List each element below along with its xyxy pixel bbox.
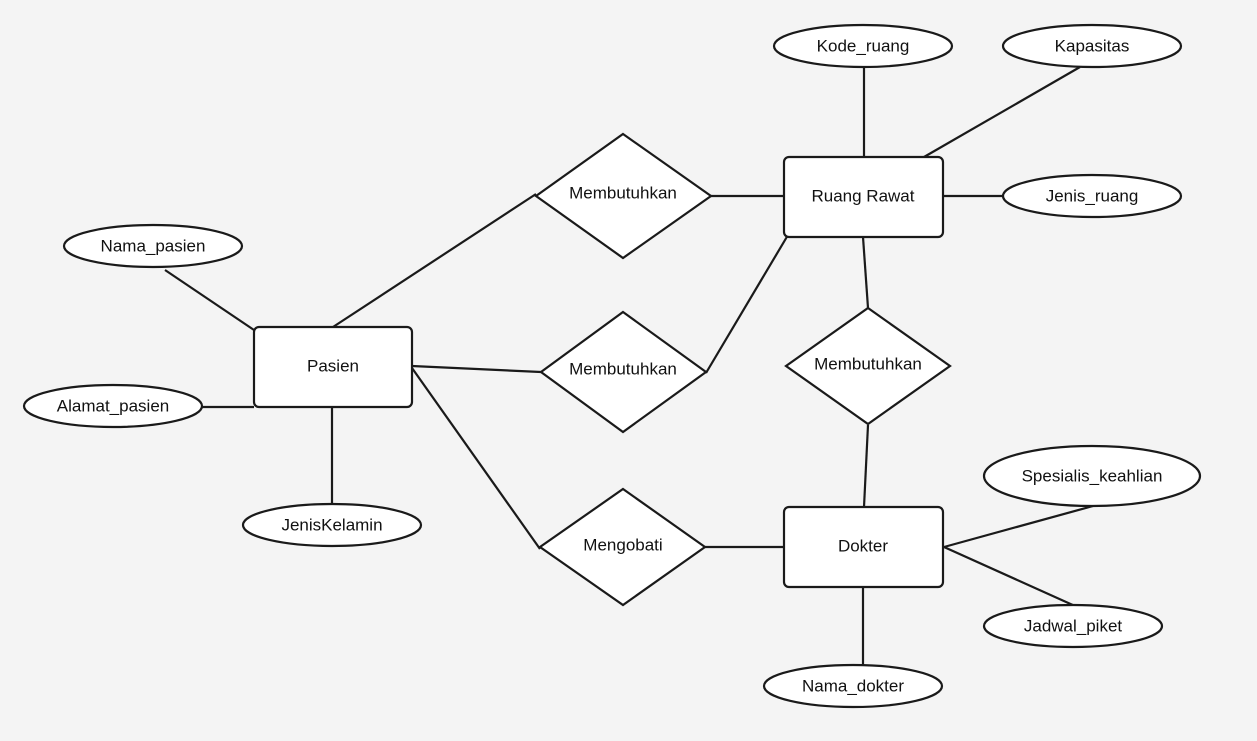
attribute-spesialis-keahlian: Spesialis_keahlian (982, 444, 1202, 508)
entity-ruang-rawat: Ruang Rawat (782, 155, 945, 239)
attribute-label: Nama_pasien (101, 237, 206, 256)
entity-label: Ruang Rawat (811, 187, 914, 206)
line-rel2-to-ruang-rawat (705, 234, 789, 374)
attribute-label: Kode_ruang (817, 37, 910, 56)
line-pasien-to-rel2 (411, 364, 542, 374)
attribute-kapasitas: Kapasitas (1001, 23, 1183, 69)
attribute-jenis-ruang: Jenis_ruang (1001, 173, 1183, 219)
line-rel3-to-dokter (862, 424, 870, 508)
attribute-nama-dokter: Nama_dokter (762, 663, 944, 709)
relationship-pasien-ruang-rawat-2: Membutuhkan (539, 310, 708, 434)
line-spesialis-to-dokter (943, 504, 1094, 549)
line-pasien-to-mengobati (411, 367, 541, 550)
relationship-label: Membutuhkan (569, 184, 677, 203)
entity-pasien: Pasien (252, 325, 414, 409)
relationship-mengobati: Mengobati (538, 487, 707, 607)
entity-dokter: Dokter (782, 505, 945, 589)
relationship-pasien-ruang-rawat-1: Membutuhkan (534, 132, 713, 260)
attribute-label: Jadwal_piket (1024, 617, 1123, 636)
attribute-label: Nama_dokter (802, 677, 904, 696)
relationship-label: Membutuhkan (569, 360, 677, 379)
relationship-label: Mengobati (583, 536, 662, 555)
entity-label: Pasien (307, 357, 359, 376)
line-nama-pasien-to-pasien (164, 269, 255, 331)
line-ruang-rawat-to-rel3 (861, 236, 870, 309)
attribute-label: Alamat_pasien (57, 397, 169, 416)
relationship-ruang-rawat-dokter: Membutuhkan (784, 306, 952, 426)
attribute-nama-pasien: Nama_pasien (62, 223, 244, 269)
line-pasien-to-rel1 (332, 193, 537, 328)
attribute-label: Spesialis_keahlian (1022, 467, 1163, 486)
attribute-jeniskelamin: JenisKelamin (241, 502, 423, 548)
attribute-label: Jenis_ruang (1046, 187, 1139, 206)
relationship-label: Membutuhkan (814, 355, 922, 374)
attribute-jadwal-piket: Jadwal_piket (982, 603, 1164, 649)
entity-label: Dokter (838, 537, 888, 556)
line-jadwal-piket-to-dokter (943, 545, 1076, 608)
attribute-kode-ruang: Kode_ruang (772, 23, 954, 69)
connector-lines (164, 66, 1094, 667)
attribute-alamat-pasien: Alamat_pasien (22, 383, 204, 429)
line-kapasitas-to-ruang-rawat (923, 66, 1081, 158)
attribute-label: Kapasitas (1055, 37, 1130, 56)
attribute-label: JenisKelamin (281, 516, 382, 535)
